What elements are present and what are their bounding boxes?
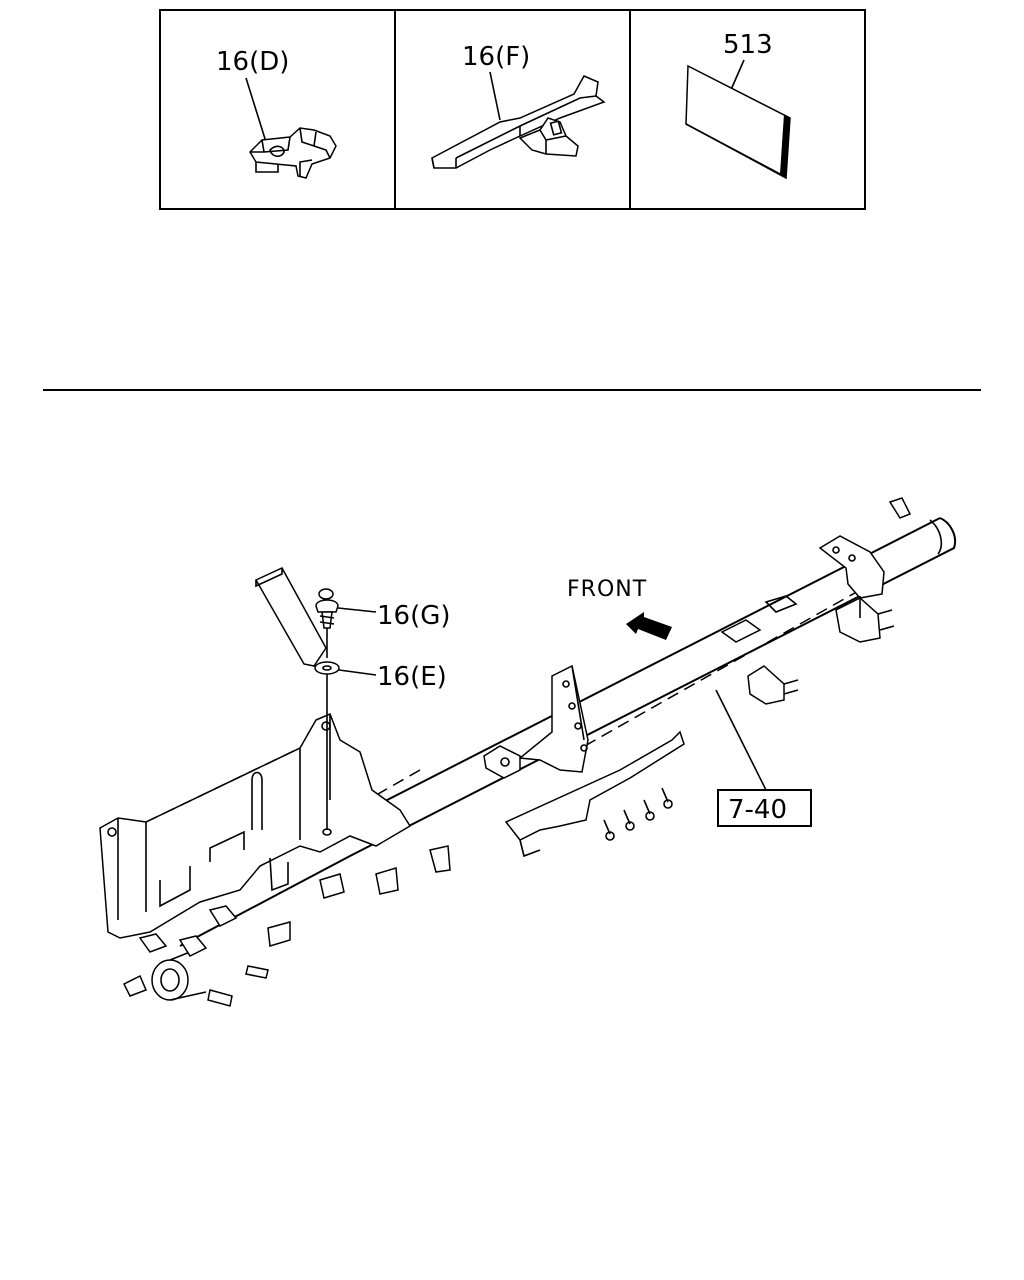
inset-table xyxy=(159,9,866,210)
leader-line xyxy=(489,71,501,121)
leader-line xyxy=(338,669,377,676)
label-513: 513 xyxy=(723,30,773,60)
front-label: FRONT xyxy=(567,577,647,602)
front-arrow-icon xyxy=(626,612,672,640)
leader-line xyxy=(715,689,767,791)
label-16-d: 16(D) xyxy=(216,47,289,77)
reference-box xyxy=(717,789,812,827)
main-assembly-frame xyxy=(99,497,956,1007)
leader-line xyxy=(337,607,377,613)
inset-panel-clip-d: 16(D) xyxy=(216,47,337,179)
label-16-f: 16(F) xyxy=(462,42,530,72)
pad-513-part xyxy=(685,64,791,180)
clip-g-part xyxy=(315,588,339,629)
label-7-40: 7-40 xyxy=(728,795,787,825)
trim-strip xyxy=(254,567,327,667)
inset-panel-pad-513: 513 xyxy=(685,30,791,180)
inset-panel-bracket-f: 16(F) xyxy=(431,42,606,169)
clip-d-part xyxy=(249,127,337,179)
leader-line xyxy=(729,59,745,93)
fastener-assembly: 16(G) 16(E) xyxy=(314,588,451,836)
front-indicator: FRONT xyxy=(567,577,672,640)
washer-e-part xyxy=(314,661,340,675)
bracket-f-part xyxy=(431,75,606,169)
reference-callout: 7-40 xyxy=(715,689,812,827)
label-16-e: 16(E) xyxy=(377,662,447,692)
label-16-g: 16(G) xyxy=(377,601,451,631)
peg-row xyxy=(603,787,673,841)
leader-line xyxy=(245,77,267,143)
